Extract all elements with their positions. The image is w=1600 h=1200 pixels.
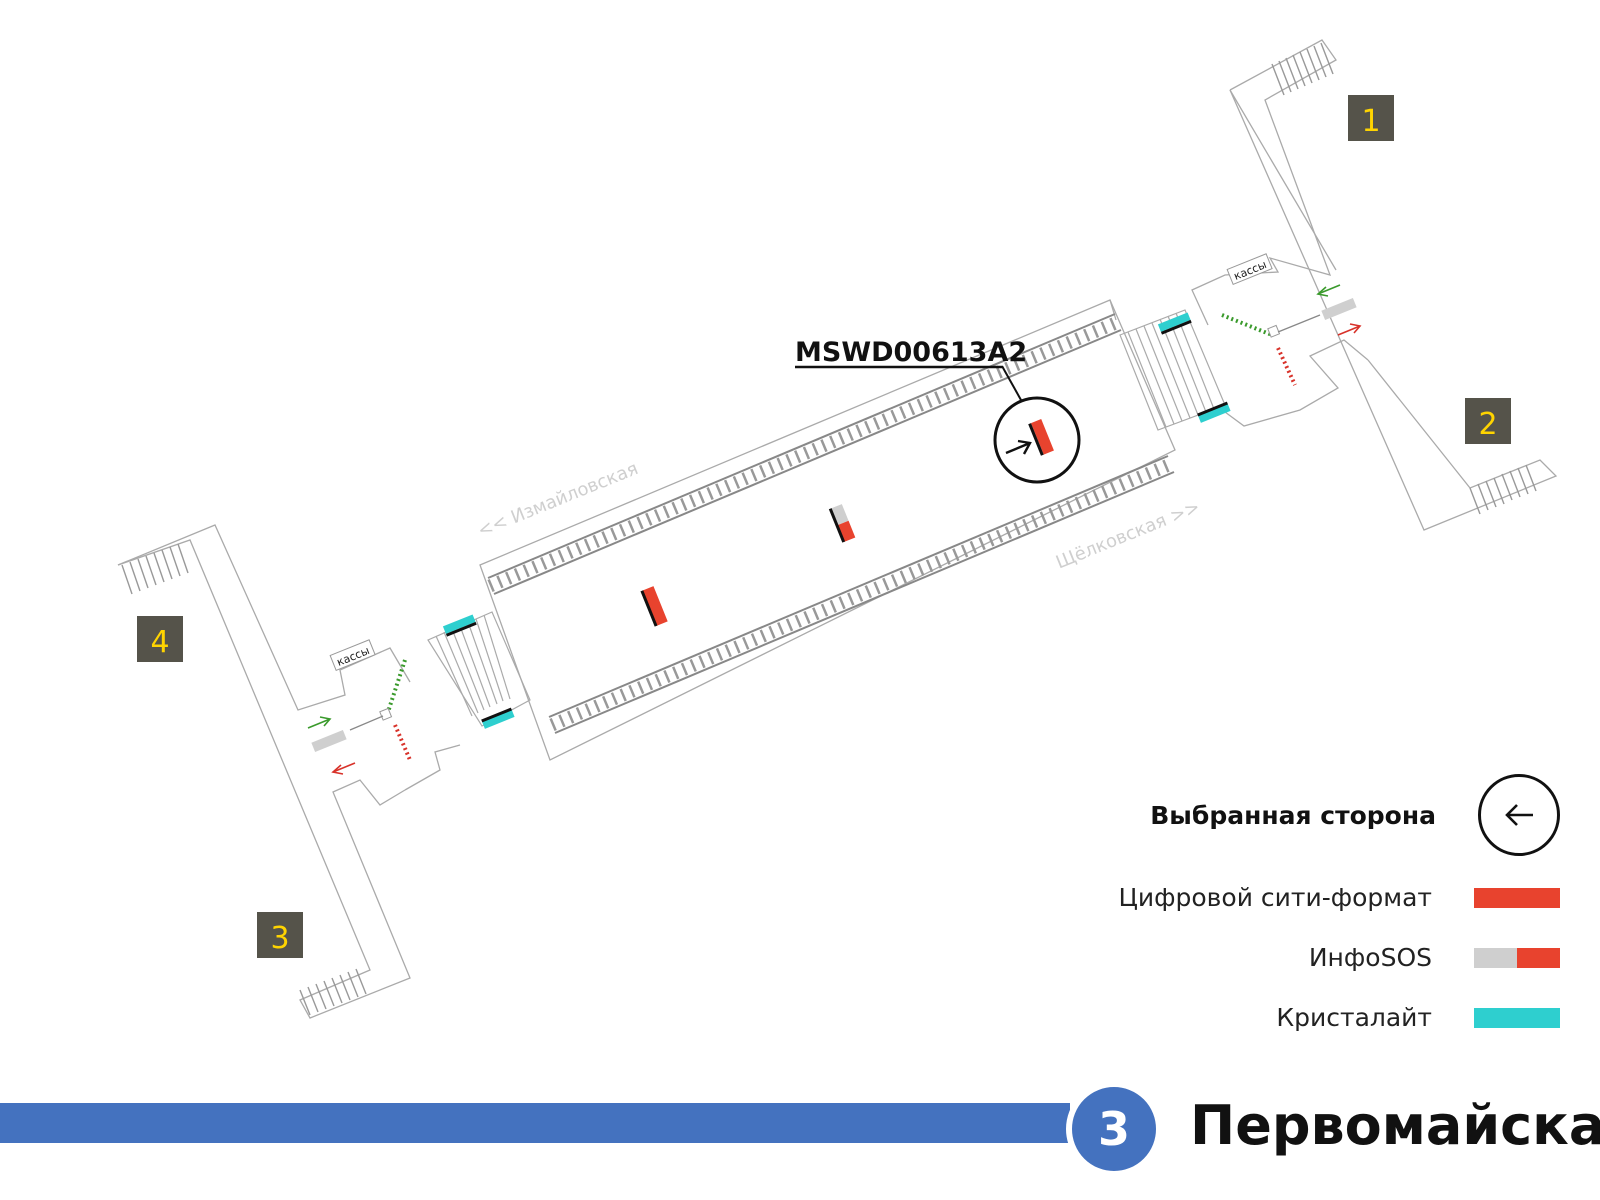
turnstiles-left (311, 659, 412, 761)
digital-city-format-panel-1 (640, 586, 668, 627)
legend-digital-city-format: Цифровой сити-формат (1118, 883, 1560, 912)
line-number-badge: 3 (1066, 1081, 1162, 1177)
exit-1-label: 1 (1361, 104, 1380, 139)
right-stairs (1271, 42, 1537, 515)
arrow-red-left (331, 762, 356, 775)
selected-side-arrow-icon (1005, 439, 1032, 455)
legend-digital-city-format-label: Цифровой сити-формат (1118, 883, 1432, 912)
platform (479, 299, 1176, 761)
legend: Выбранная сторона Цифровой сити-формат И… (1080, 770, 1580, 1040)
left-stairs (121, 543, 367, 1016)
track-upper (487, 313, 1122, 595)
legend-cristalite: Кристалайт (1276, 1003, 1560, 1032)
selected-panel-code: MSWD00613A2 (795, 337, 1027, 368)
metro-line-stripe (0, 1103, 1070, 1143)
legend-selected-side: Выбранная сторона (1150, 770, 1560, 860)
selected-panel-callout: MSWD00613A2 (795, 337, 1027, 401)
cristalite-swatch (1474, 1007, 1560, 1028)
right-vestibule (1191, 39, 1558, 531)
left-vestibule (117, 524, 461, 1019)
exit-3[interactable]: 3 (257, 912, 303, 958)
exit-2-label: 2 (1478, 407, 1497, 442)
direction-right-label: Щёлковская >> (1053, 496, 1203, 573)
exit-4[interactable]: 4 (137, 616, 183, 662)
turnstiles-right (1221, 297, 1357, 386)
infosos-panel (828, 504, 856, 543)
exit-4-label: 4 (150, 625, 169, 660)
station-name: Первомайская (1190, 1094, 1600, 1157)
line-number: 3 (1097, 1102, 1130, 1156)
legend-selected-side-label: Выбранная сторона (1150, 800, 1436, 830)
kassy-right: кассы (1226, 253, 1273, 286)
arrow-red-right (1337, 323, 1362, 336)
arrow-green-left (307, 716, 332, 729)
station-title-bar: 3 Первомайская (0, 1080, 1600, 1180)
exit-3-label: 3 (270, 921, 289, 956)
platform-stairs-left (427, 611, 531, 727)
selected-side-circle-icon (1478, 774, 1560, 856)
kassy-left: кассы (329, 639, 376, 672)
legend-infosos-label: ИнфоSOS (1308, 943, 1432, 972)
selected-panel-marker[interactable] (993, 396, 1081, 484)
legend-infosos: ИнфоSOS (1309, 943, 1560, 972)
track-lower (548, 455, 1175, 734)
arrow-green-right (1316, 284, 1341, 297)
cristalite-markers (442, 312, 1231, 729)
digital-city-format-swatch (1474, 887, 1560, 908)
infosos-swatch (1474, 947, 1560, 968)
legend-cristalite-label: Кристалайт (1276, 1003, 1432, 1032)
flow-arrows (307, 284, 1362, 775)
direction-left-label: << Измайловская (475, 458, 641, 542)
exit-2[interactable]: 2 (1465, 398, 1511, 444)
arrow-left-icon (1505, 804, 1533, 826)
selected-digital-city-format-panel (1028, 418, 1054, 456)
exit-1[interactable]: 1 (1348, 95, 1394, 141)
